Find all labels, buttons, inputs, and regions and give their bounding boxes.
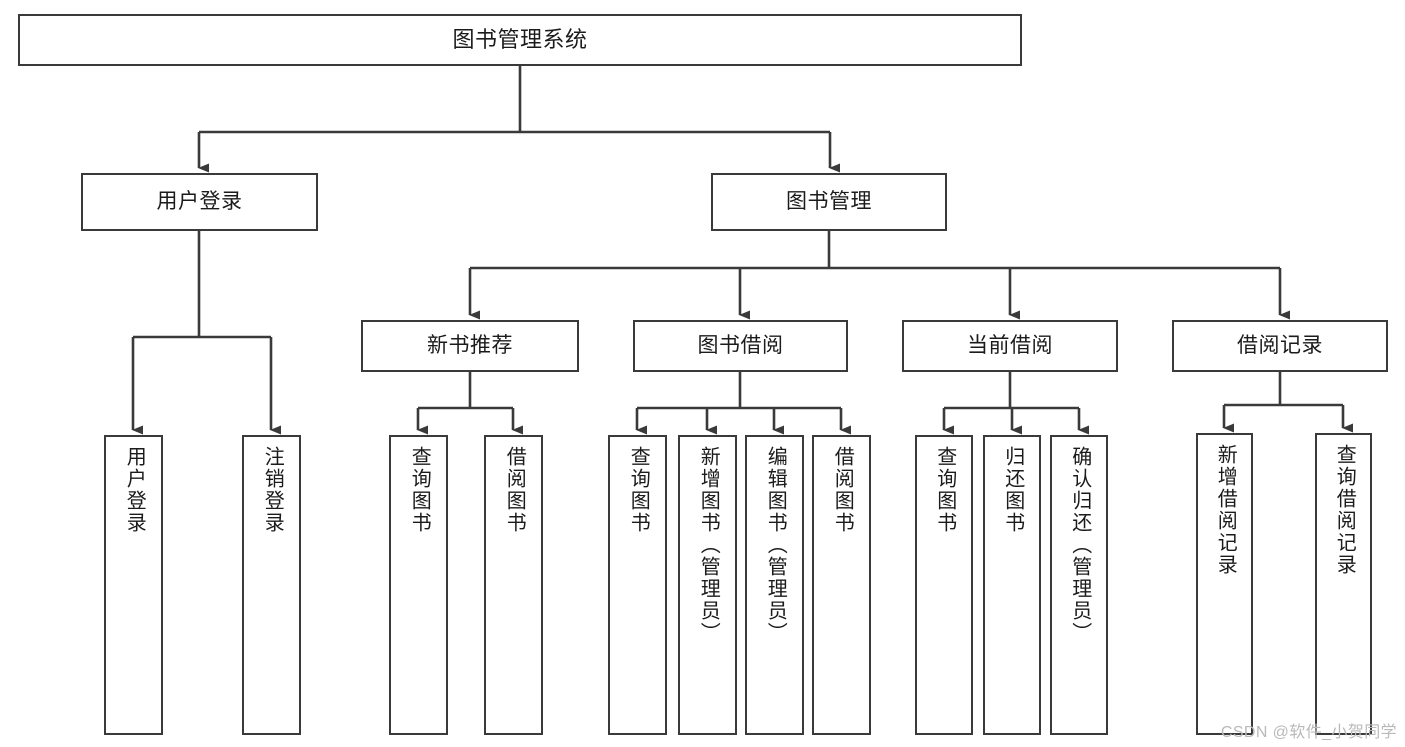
node-book-borrow[interactable]: 图书借阅	[633, 320, 848, 372]
edge-bookmanage-to-level3	[468, 231, 1290, 320]
edge-newbookrec-to-leaves	[416, 372, 523, 435]
node-current-borrow-label: 当前借阅	[967, 333, 1053, 357]
edge-borrowrecord-to-leaves	[1222, 372, 1353, 433]
node-leaf-user-logout-label: 注销登录	[261, 446, 284, 534]
watermark-csdn: CSDN @软件_小贺同学	[1220, 724, 1397, 741]
node-leaf-bb-edit-book[interactable]: 编辑图书（管理员）	[745, 435, 804, 735]
node-borrow-record[interactable]: 借阅记录	[1172, 320, 1388, 372]
edge-currentborrow-to-leaves	[942, 372, 1089, 435]
node-current-borrow[interactable]: 当前借阅	[902, 320, 1118, 372]
node-leaf-bb-borrow-book-label: 借阅图书	[831, 446, 854, 534]
node-borrow-record-label: 借阅记录	[1237, 333, 1323, 357]
node-leaf-bb-query-book[interactable]: 查询图书	[608, 435, 667, 735]
node-leaf-br-add-record[interactable]: 新增借阅记录	[1196, 433, 1253, 735]
node-leaf-rec-query-book-label: 查询图书	[408, 446, 431, 534]
node-leaf-bb-edit-book-label: 编辑图书（管理员）	[764, 446, 787, 644]
node-leaf-user-logout[interactable]: 注销登录	[242, 435, 301, 735]
node-leaf-cb-confirm-return[interactable]: 确认归还（管理员）	[1050, 435, 1108, 735]
node-book-manage-label: 图书管理	[786, 189, 872, 213]
node-user-login[interactable]: 用户登录	[81, 173, 318, 231]
node-leaf-cb-query-book-label: 查询图书	[933, 446, 956, 534]
node-new-book-recommend[interactable]: 新书推荐	[361, 320, 579, 372]
node-leaf-bb-query-book-label: 查询图书	[627, 446, 650, 534]
node-leaf-cb-return-book[interactable]: 归还图书	[983, 435, 1041, 735]
node-leaf-user-login-label: 用户登录	[123, 446, 146, 534]
node-leaf-br-add-record-label: 新增借阅记录	[1214, 444, 1237, 576]
node-leaf-cb-query-book[interactable]: 查询图书	[915, 435, 973, 735]
node-leaf-user-login[interactable]: 用户登录	[104, 435, 163, 735]
edge-userlogin-to-leaves	[131, 231, 281, 435]
node-root-system-label: 图书管理系统	[452, 27, 588, 53]
node-leaf-bb-borrow-book[interactable]: 借阅图书	[812, 435, 871, 735]
node-leaf-br-query-record[interactable]: 查询借阅记录	[1315, 433, 1372, 735]
node-leaf-bb-add-book[interactable]: 新增图书（管理员）	[678, 435, 737, 735]
node-leaf-cb-return-book-label: 归还图书	[1001, 446, 1024, 534]
node-leaf-br-query-record-label: 查询借阅记录	[1333, 444, 1356, 576]
node-leaf-bb-add-book-label: 新增图书（管理员）	[697, 446, 720, 644]
node-book-manage[interactable]: 图书管理	[711, 173, 947, 231]
node-leaf-cb-confirm-return-label: 确认归还（管理员）	[1068, 446, 1091, 644]
node-leaf-rec-query-book[interactable]: 查询图书	[389, 435, 448, 735]
node-new-book-recommend-label: 新书推荐	[427, 333, 513, 357]
node-leaf-rec-borrow-book-label: 借阅图书	[503, 446, 526, 534]
node-book-borrow-label: 图书借阅	[697, 333, 784, 357]
node-root-system[interactable]: 图书管理系统	[18, 14, 1022, 66]
edge-root-to-level2	[197, 66, 840, 173]
node-user-login-label: 用户登录	[156, 189, 243, 213]
edge-bookborrow-to-leaves	[635, 372, 851, 435]
node-leaf-rec-borrow-book[interactable]: 借阅图书	[484, 435, 543, 735]
